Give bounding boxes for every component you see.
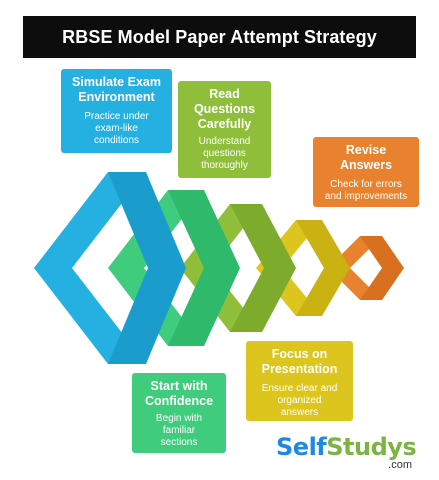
logo-self-text: Self	[276, 433, 327, 461]
chevron-revise-right	[360, 236, 404, 300]
chevron-confidence-right	[168, 190, 240, 346]
step-card-revise: Revise Answers Check for errors and impr…	[313, 137, 419, 207]
chevron-simulate-right	[108, 172, 186, 364]
chevron-presentation-right	[296, 220, 350, 316]
step-heading: Start with Confidence	[144, 379, 214, 408]
step-heading: Revise Answers	[339, 143, 393, 172]
page-title: RBSE Model Paper Attempt Strategy	[23, 16, 416, 58]
step-description: Understand questions thoroughly	[198, 136, 251, 171]
step-card-confidence: Start with Confidence Begin with familia…	[132, 373, 226, 453]
logo-com-text: .com	[388, 459, 412, 471]
step-card-presentation: Focus on Presentation Ensure clear and o…	[246, 341, 353, 421]
step-description: Check for errors and improvements	[324, 179, 408, 202]
step-card-read: Read Questions Carefully Understand ques…	[178, 81, 271, 178]
step-description: Ensure clear and organized answers	[261, 383, 338, 418]
logo-studys-text: Studys	[326, 433, 417, 461]
chevron-read-right	[230, 204, 296, 332]
step-heading: Read Questions Carefully	[193, 87, 256, 131]
step-heading: Simulate Exam Environment	[72, 75, 161, 104]
step-description: Begin with familiar sections	[155, 413, 203, 448]
chevron-simulate-left	[34, 172, 146, 364]
step-heading: Focus on Presentation	[261, 347, 338, 376]
selfstudys-logo: SelfStudys .com	[276, 434, 426, 478]
step-card-simulate: Simulate Exam Environment Practice under…	[61, 69, 172, 153]
step-description: Practice under exam-like conditions	[84, 111, 149, 146]
chevron-simulate	[34, 172, 186, 364]
